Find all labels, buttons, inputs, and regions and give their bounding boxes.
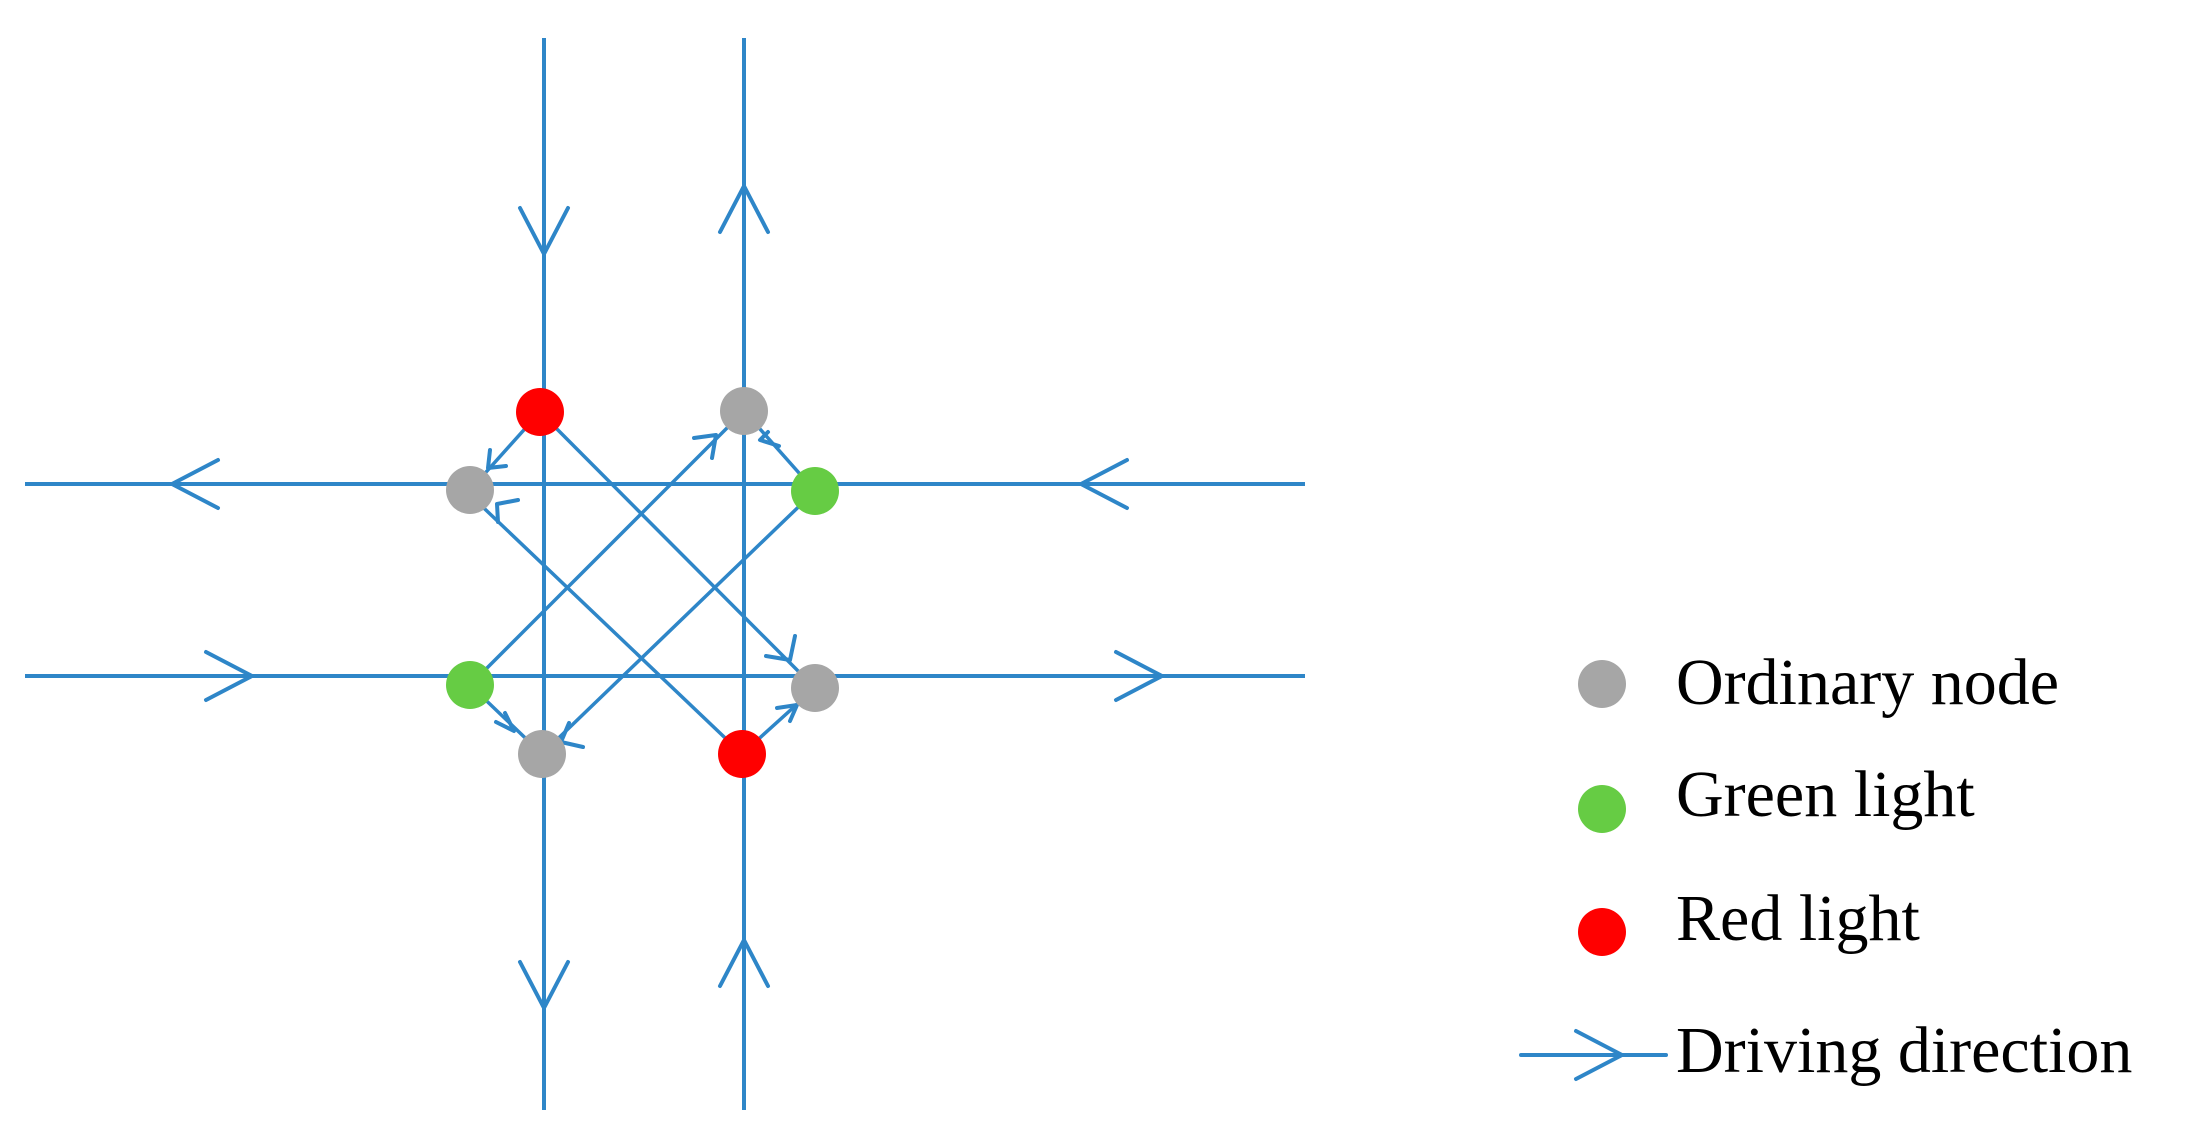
arrow-left-west-road [170, 458, 220, 510]
legend-driving-direction-label: Driving direction [1676, 1014, 2132, 1087]
connector-leftlower-to-topright [468, 409, 746, 687]
arrow-left-east-road [1079, 458, 1129, 510]
legend-green-light-marker [1578, 785, 1626, 833]
arrow-connector-7 [494, 711, 516, 733]
node-right-lower-ordinary-node [791, 664, 839, 712]
arrow-down-south-road [518, 960, 570, 1010]
arrow-connector-2 [495, 498, 520, 524]
roads [25, 38, 1305, 1110]
legend-red-light-label: Red light [1676, 882, 1920, 955]
connector-topleft-to-rightlower [538, 410, 817, 690]
legend-ordinary-node-marker [1578, 660, 1626, 708]
arrow-connector-1 [764, 634, 797, 662]
legend-driving-direction-arrow-icon [1519, 1029, 1668, 1081]
arrow-up-south-road [718, 938, 770, 988]
arrow-up-north-road [718, 184, 770, 234]
arrow-connector-6 [758, 430, 781, 448]
arrow-connector-5 [486, 448, 508, 470]
node-top-left-red-light [516, 388, 564, 436]
node-bottom-right-red-light [718, 730, 766, 778]
legend-green-light-label: Green light [1676, 758, 1975, 831]
node-bottom-left-ordinary-node [518, 730, 566, 778]
connector-rightupper-to-bottomleft [540, 489, 817, 756]
node-right-upper-green-light [791, 467, 839, 515]
node-left-lower-green-light [446, 661, 494, 709]
node-top-right-ordinary-node [720, 387, 768, 435]
arrow-right-west-road [204, 650, 254, 702]
arrow-right-east-road [1114, 650, 1164, 702]
legend: Ordinary node Green light Red light Driv… [1519, 646, 2132, 1087]
arrow-connector-8 [775, 703, 799, 723]
legend-red-light-marker [1578, 908, 1626, 956]
turning-connectors [465, 409, 817, 756]
connector-bottomright-to-leftupper [465, 490, 744, 756]
nodes [446, 387, 839, 778]
node-left-upper-ordinary-node [446, 466, 494, 514]
legend-ordinary-node-label: Ordinary node [1676, 646, 2059, 719]
arrow-down-north-road [518, 206, 570, 256]
arrow-connector-3 [692, 433, 718, 460]
direction-arrows [170, 184, 1164, 1010]
